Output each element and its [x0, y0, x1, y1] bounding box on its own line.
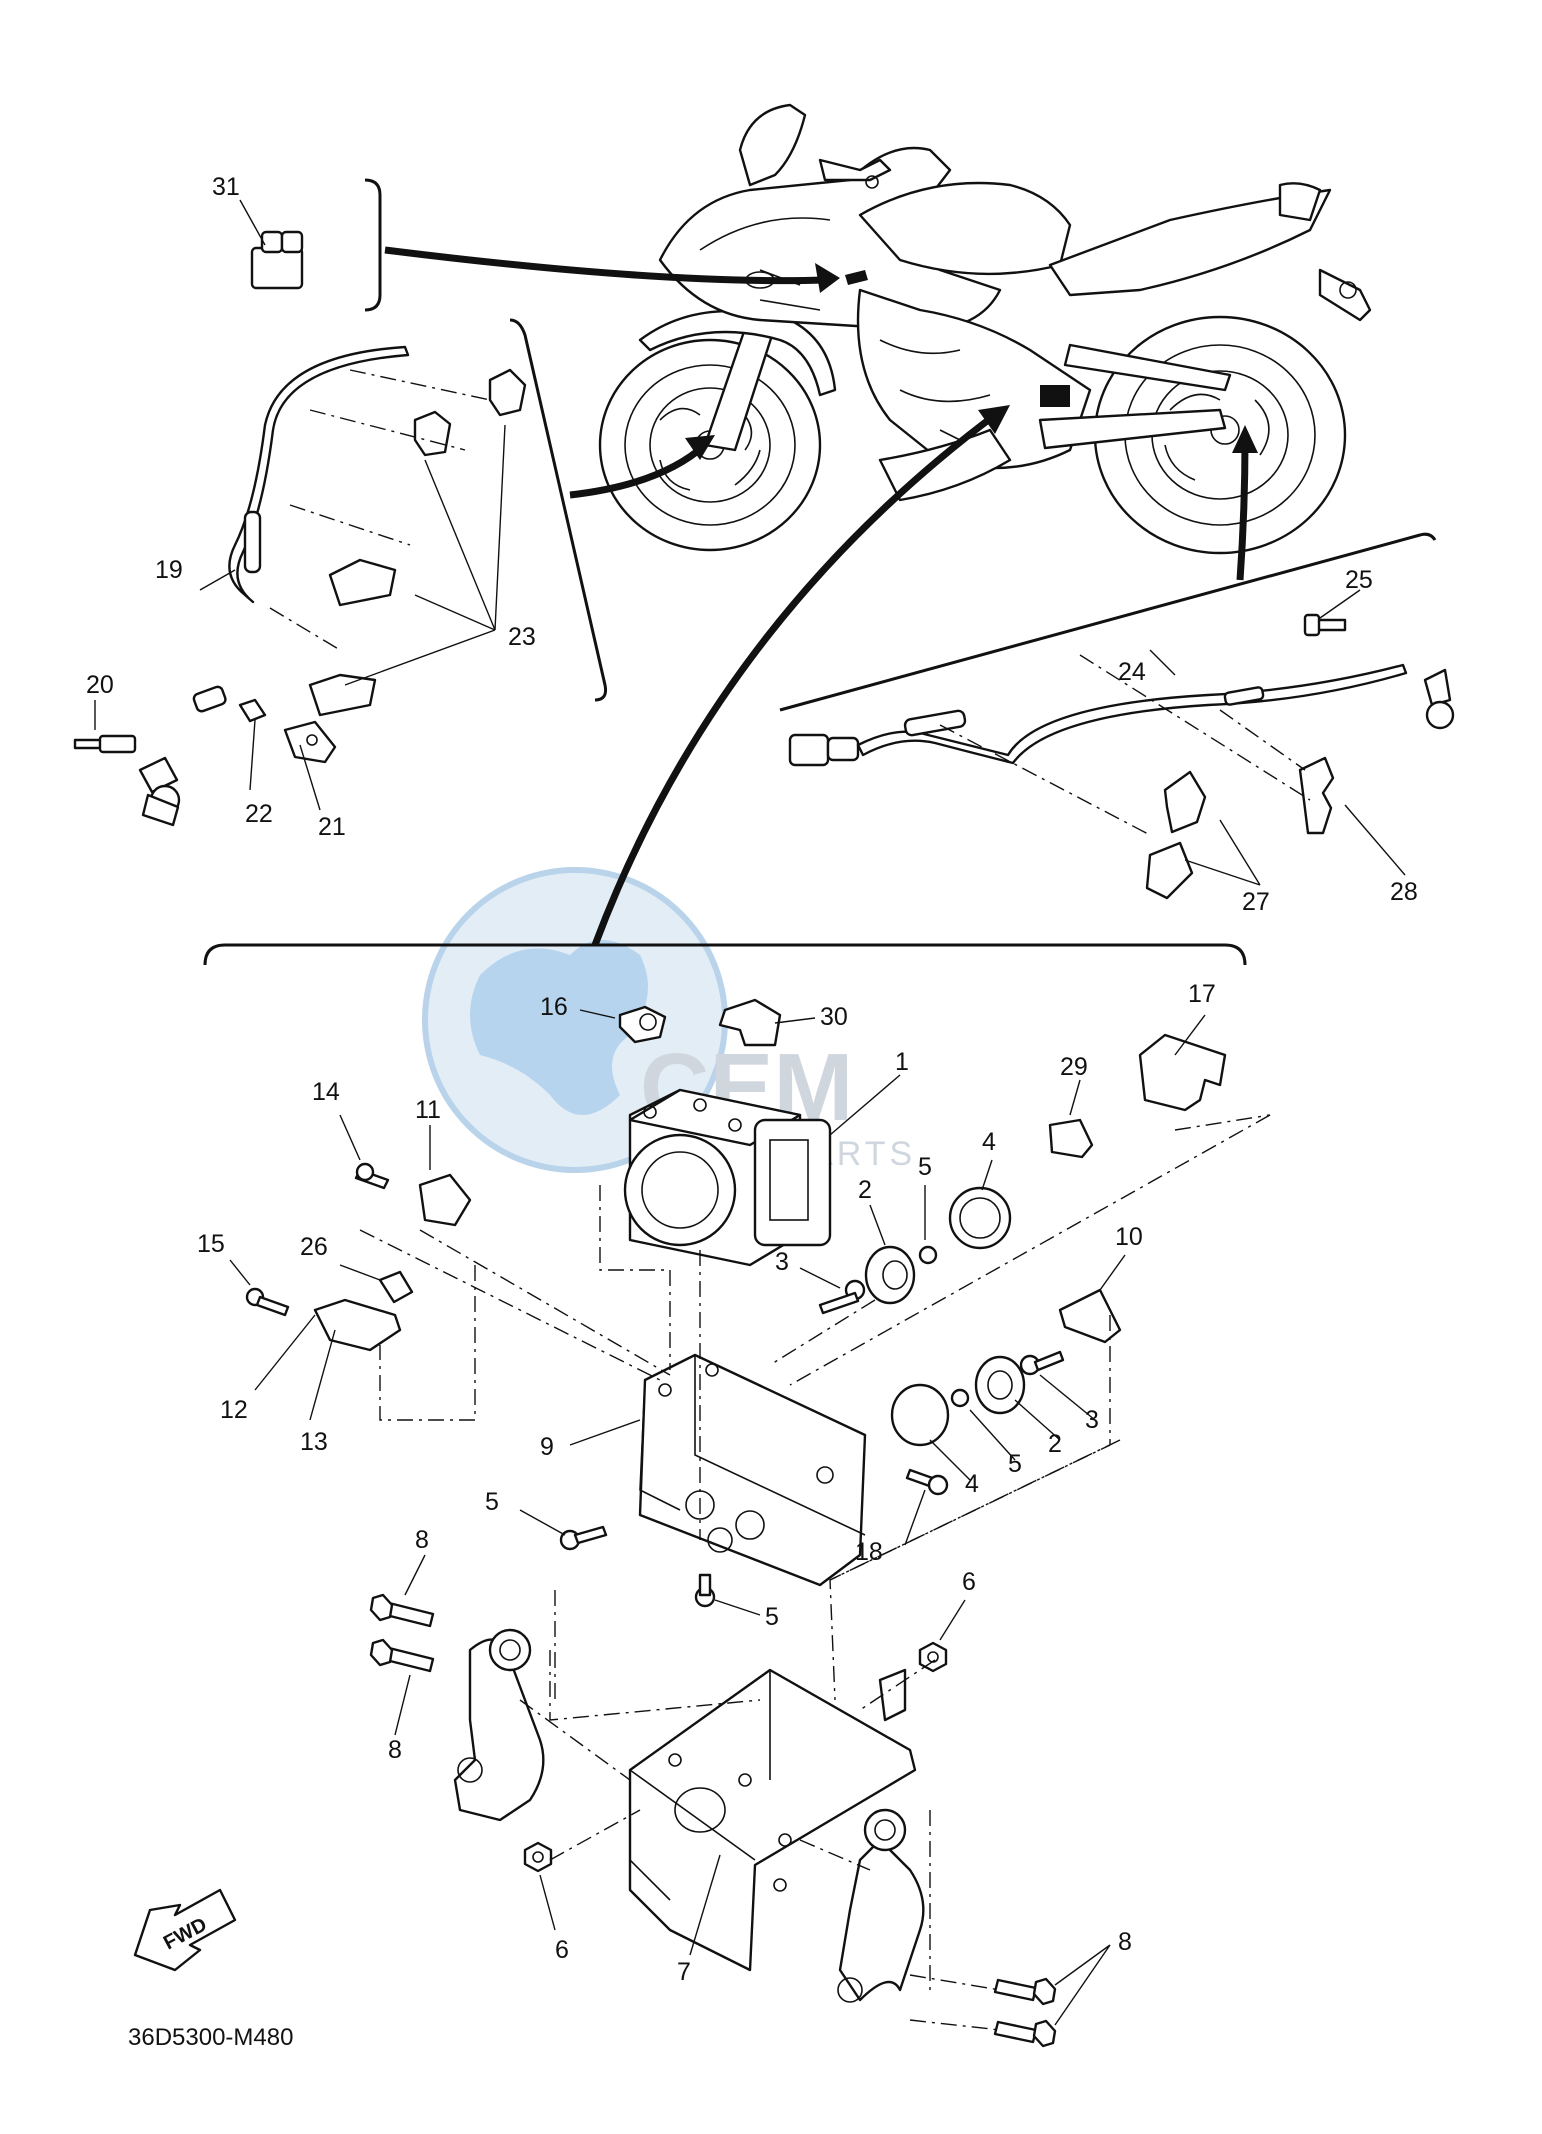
callout-25: 25: [1345, 566, 1373, 594]
callout-24: 24: [1118, 658, 1146, 686]
callout-8-top: 8: [415, 1526, 429, 1554]
callout-10: 10: [1115, 1223, 1143, 1251]
callout-7: 7: [677, 1958, 691, 1986]
callout-18: 18: [855, 1538, 883, 1566]
callout-4-upper: 4: [982, 1128, 996, 1156]
callout-8-left: 8: [388, 1736, 402, 1764]
callout-31: 31: [212, 173, 240, 201]
callout-6-left: 6: [555, 1936, 569, 1964]
callout-20: 20: [86, 671, 114, 699]
callout-13: 13: [300, 1428, 328, 1456]
drawing-code: 36D5300-M480: [128, 2024, 293, 2051]
callout-3-lower: 3: [1085, 1406, 1099, 1434]
part-31-connector: [239, 199, 304, 290]
callout-17: 17: [1188, 980, 1216, 1008]
motorcycle-outline: [598, 103, 1372, 555]
callout-11: 11: [415, 1096, 441, 1124]
callout-3-upper: 3: [775, 1248, 789, 1276]
callout-9: 9: [540, 1433, 554, 1461]
callout-30: 30: [820, 1003, 848, 1031]
callout-23: 23: [508, 623, 536, 651]
callout-22: 22: [245, 800, 273, 828]
callout-5-upper: 5: [918, 1153, 932, 1181]
callout-21: 21: [318, 813, 346, 841]
fwd-arrow-icon: FWD: [133, 1888, 237, 1972]
callout-27: 27: [1242, 888, 1270, 916]
callout-15: 15: [197, 1230, 225, 1258]
callout-4-lower: 4: [965, 1470, 979, 1498]
callout-26: 26: [300, 1233, 328, 1261]
callout-5-lower: 5: [1008, 1450, 1022, 1478]
callout-2-lower: 2: [1048, 1430, 1062, 1458]
group-frames: [203, 178, 1437, 966]
callout-5-left: 5: [485, 1488, 499, 1516]
callout-labels: 31 19 20 22 21 23 25 24 27 28 16 30 17 1…: [86, 173, 1418, 1986]
location-arrows: [384, 246, 1258, 947]
lower-bracket-assembly: [369, 1554, 1111, 2048]
callout-28: 28: [1390, 878, 1418, 906]
front-wheel-sensor-group: [73, 345, 527, 827]
callout-5-bottom: 5: [765, 1603, 779, 1631]
callout-1: 1: [895, 1048, 909, 1076]
callout-2-upper: 2: [858, 1176, 872, 1204]
callout-29: 29: [1060, 1053, 1088, 1081]
callout-6-right: 6: [962, 1568, 976, 1596]
callout-12: 12: [220, 1396, 248, 1424]
rear-wheel-sensor-group: [788, 589, 1455, 900]
callout-19: 19: [155, 556, 183, 584]
callout-14: 14: [312, 1078, 340, 1106]
callout-8-right: 8: [1118, 1928, 1132, 1956]
abs-unit-assembly: [229, 998, 1271, 1701]
callout-16: 16: [540, 993, 568, 1021]
